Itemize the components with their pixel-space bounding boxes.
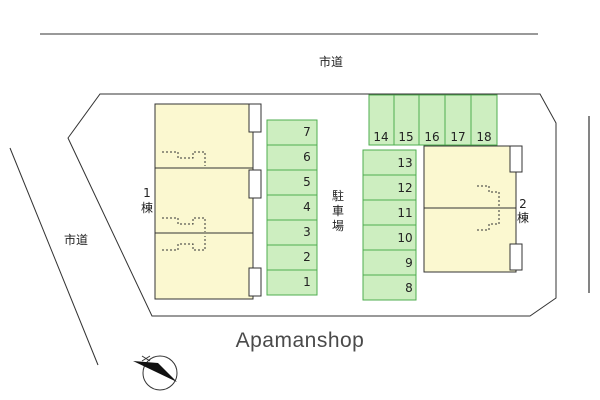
building-2-kind: 棟 — [517, 210, 529, 225]
parking-top-row — [368, 94, 498, 146]
building-1-number: 1 — [143, 186, 151, 200]
parking-space-17: 17 — [450, 130, 465, 144]
parking-column-a — [266, 119, 318, 296]
parking-space-11: 11 — [397, 206, 412, 220]
top-road-label: 市道 — [319, 54, 343, 69]
parking-space-9: 9 — [405, 256, 413, 270]
left-road-label: 市道 — [64, 232, 88, 247]
parking-space-13: 13 — [397, 156, 412, 170]
left-road-line — [9, 147, 99, 366]
parking-space-4: 4 — [303, 200, 311, 214]
parking-label-char-3: 場 — [332, 219, 344, 233]
parking-space-12: 12 — [397, 181, 412, 195]
parking-space-16: 16 — [424, 130, 439, 144]
parking-space-2: 2 — [303, 250, 311, 264]
parking-space-15: 15 — [398, 130, 413, 144]
parking-label-char-1: 駐 — [332, 188, 344, 203]
parking-space-8: 8 — [405, 281, 413, 295]
parking-space-6: 6 — [303, 150, 311, 164]
parking-space-18: 18 — [476, 130, 491, 144]
parking-space-7: 7 — [303, 125, 311, 139]
parking-space-14: 14 — [373, 130, 388, 144]
building-2 — [423, 145, 523, 273]
parking-label-char-2: 車 — [332, 204, 344, 218]
north-arrow-icon — [133, 355, 178, 391]
parking-space-3: 3 — [303, 225, 311, 239]
watermark-text: Apamanshop — [236, 329, 365, 352]
building-1-kind: 棟 — [141, 200, 153, 215]
parking-column-b — [362, 149, 417, 301]
building-1 — [154, 103, 262, 300]
parking-space-1: 1 — [303, 275, 311, 289]
parking-space-5: 5 — [303, 175, 311, 189]
building-2-number: 2 — [519, 197, 527, 211]
parking-space-10: 10 — [397, 231, 412, 245]
